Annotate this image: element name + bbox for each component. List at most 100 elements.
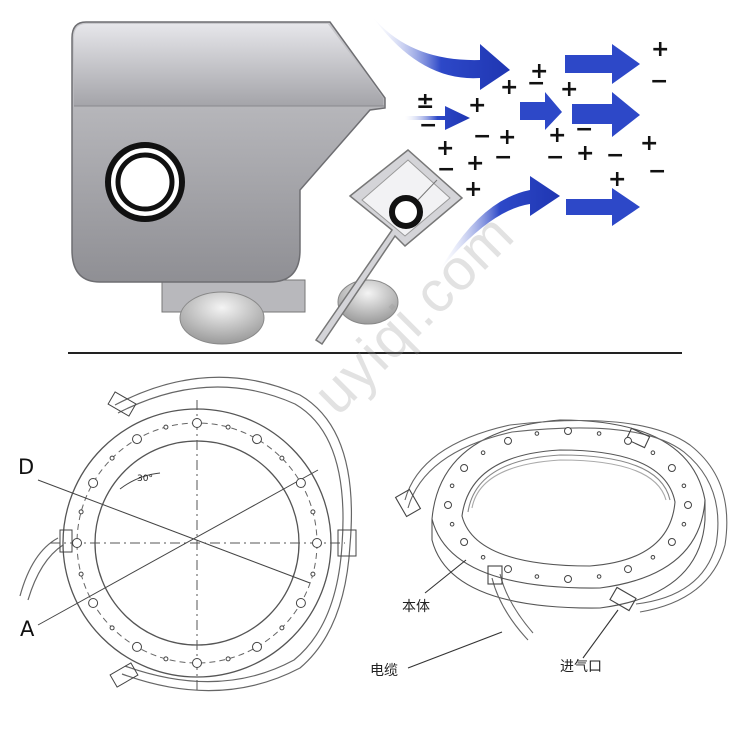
bolt-hole	[132, 434, 142, 445]
bolt-hole	[504, 565, 512, 574]
charge-minus: −	[419, 113, 437, 138]
fitting-left	[59, 529, 73, 553]
dimension-line-d	[37, 479, 311, 584]
bolt-hole	[279, 625, 285, 631]
bolt-hole	[564, 427, 572, 435]
charge-plus: +	[498, 125, 516, 150]
ionizer-top-face	[74, 24, 383, 106]
charge-plus-minus: ±	[416, 89, 434, 114]
bolt-hole	[310, 509, 316, 515]
bolt-hole	[534, 431, 540, 436]
bolt-hole	[667, 538, 676, 546]
charge-plus: +	[651, 37, 669, 62]
bolt-hole	[132, 641, 142, 652]
bolt-hole	[310, 571, 316, 577]
bolt-hole	[650, 450, 656, 456]
bolt-hole	[88, 598, 99, 608]
straight-arrow-right-3	[566, 188, 640, 226]
bolt-hole	[444, 501, 452, 509]
charge-minus: −	[437, 157, 455, 182]
charge-plus: +	[530, 59, 548, 84]
ionizer-illustration	[71, 21, 464, 346]
bolt-hole	[667, 464, 676, 472]
ring-top-outer	[431, 419, 706, 589]
ionizer-wheel-left	[179, 291, 265, 345]
bolt-hole	[109, 455, 115, 461]
label-air-inlet: 进气口	[560, 659, 602, 675]
bolt-hole	[295, 598, 306, 608]
straight-arrow-mid-left	[405, 106, 470, 130]
charge-minus: −	[494, 145, 512, 170]
label-body: 本体	[402, 599, 430, 615]
charge-plus: +	[608, 167, 626, 192]
leader-cable	[407, 631, 503, 669]
leader-body	[424, 559, 467, 594]
fitting-right	[337, 529, 357, 557]
bolt-hole	[312, 538, 322, 548]
charge-minus: −	[606, 143, 624, 168]
bolt-hole	[596, 431, 602, 436]
charge-minus: −	[473, 124, 491, 149]
bolt-hole	[534, 574, 540, 579]
bolt-hole	[109, 625, 115, 631]
bolt-hole	[449, 521, 455, 527]
charge-minus: −	[575, 117, 593, 142]
bolt-hole	[88, 478, 99, 488]
bolt-hole	[225, 656, 231, 662]
bolt-hole	[72, 538, 82, 548]
airflow-arrows	[372, 16, 640, 270]
ring-side	[431, 500, 706, 609]
label-a: A	[20, 617, 35, 641]
charge-plus: +	[466, 151, 484, 176]
charge-minus: −	[650, 69, 668, 94]
charge-plus: +	[640, 131, 658, 156]
bolt-hole	[460, 538, 469, 546]
label-cable: 电缆	[370, 663, 398, 679]
charge-plus: +	[576, 141, 594, 166]
bolt-holes-front	[72, 418, 322, 668]
cable-perspective	[404, 419, 728, 613]
bolt-hole	[480, 450, 486, 456]
curved-arrow-top	[372, 16, 510, 90]
bolt-hole	[78, 509, 84, 515]
bolt-hole	[681, 483, 687, 489]
charge-plus: +	[468, 93, 486, 118]
cable-tail	[19, 537, 64, 601]
bolt-hole	[480, 555, 486, 560]
bolt-hole	[163, 424, 169, 430]
bolt-hole	[504, 436, 512, 445]
charge-symbols: + − + + + − ± − + − + − + − + + + − − + …	[416, 37, 669, 202]
fitting-top	[107, 391, 137, 417]
charge-minus: −	[546, 145, 564, 170]
charge-plus: +	[436, 136, 454, 161]
cable-outer	[114, 376, 353, 692]
charge-plus: +	[560, 77, 578, 102]
perspective-drawing	[394, 419, 728, 669]
bolt-hole	[624, 436, 632, 445]
fitting-persp-top	[625, 427, 651, 449]
bolt-hole	[624, 565, 632, 574]
bolt-hole	[279, 455, 285, 461]
charge-minus: −	[527, 71, 545, 96]
bolt-hole	[252, 641, 262, 652]
bolt-hole	[78, 571, 84, 577]
charge-plus: +	[500, 75, 518, 100]
bolt-hole	[252, 434, 262, 445]
leader-air-inlet	[582, 609, 619, 659]
fitting-persp-left	[394, 488, 422, 518]
fitting-persp-cable	[487, 565, 503, 585]
ring-top-inner	[461, 449, 676, 567]
angle-label: 30°	[137, 474, 153, 484]
label-d: D	[18, 455, 35, 479]
bolt-hole	[163, 656, 169, 662]
fitting-persp-bottom	[609, 586, 637, 612]
straight-arrow-right-1	[565, 44, 640, 84]
bolt-hole	[225, 424, 231, 430]
curved-arrow-bottom	[440, 176, 560, 270]
charge-plus: +	[464, 177, 482, 202]
bolt-hole	[449, 483, 455, 489]
charge-plus: +	[548, 123, 566, 148]
bolt-hole	[564, 575, 572, 583]
charge-minus: −	[648, 159, 666, 184]
